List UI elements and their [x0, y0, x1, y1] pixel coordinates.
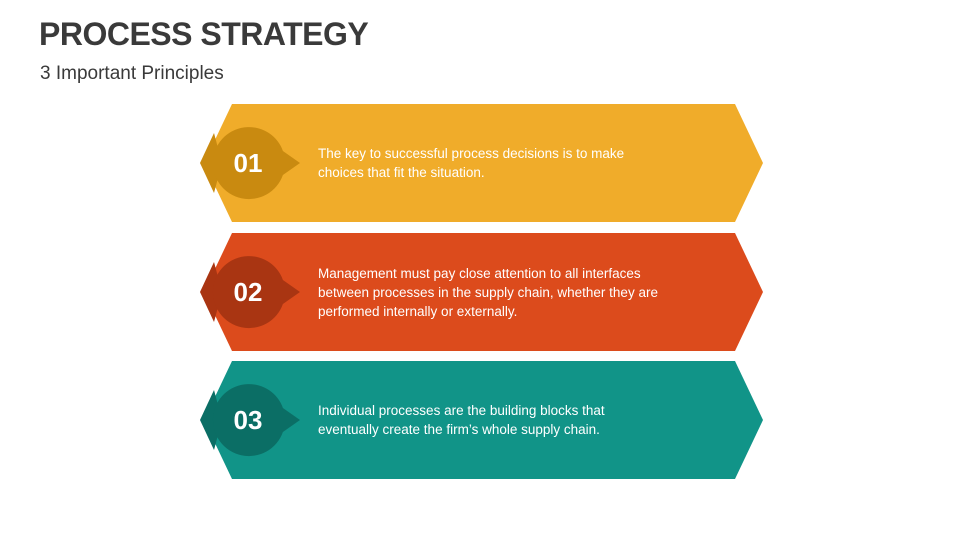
page-title: PROCESS STRATEGY: [39, 16, 369, 52]
principle-2-banner: [204, 233, 763, 351]
principle-1-text-box: The key to successful process decisions …: [318, 104, 658, 222]
principle-item-3: [200, 361, 763, 479]
principle-3-number: 03: [233, 404, 263, 435]
principle-2-text-box: Management must pay close attention to a…: [318, 233, 668, 351]
page-subtitle: 3 Important Principles: [40, 63, 224, 84]
principle-2-badge: [212, 256, 300, 329]
principle-2-text: Management must pay close attention to a…: [318, 265, 658, 319]
principle-2-number: 02: [233, 276, 263, 307]
principle-1-number: 01: [233, 147, 263, 178]
principle-3-text-box: Individual processes are the building bl…: [318, 361, 648, 479]
principle-1-badge: [212, 127, 300, 200]
principle-3-text: Individual processes are the building bl…: [318, 403, 605, 437]
principle-3-banner: [204, 361, 763, 479]
principle-1-text: The key to successful process decisions …: [318, 146, 625, 180]
principle-3-badge: [212, 384, 300, 457]
principle-1-banner: [204, 104, 763, 222]
principle-item-2: [200, 233, 763, 351]
principle-item-1: [200, 104, 763, 222]
